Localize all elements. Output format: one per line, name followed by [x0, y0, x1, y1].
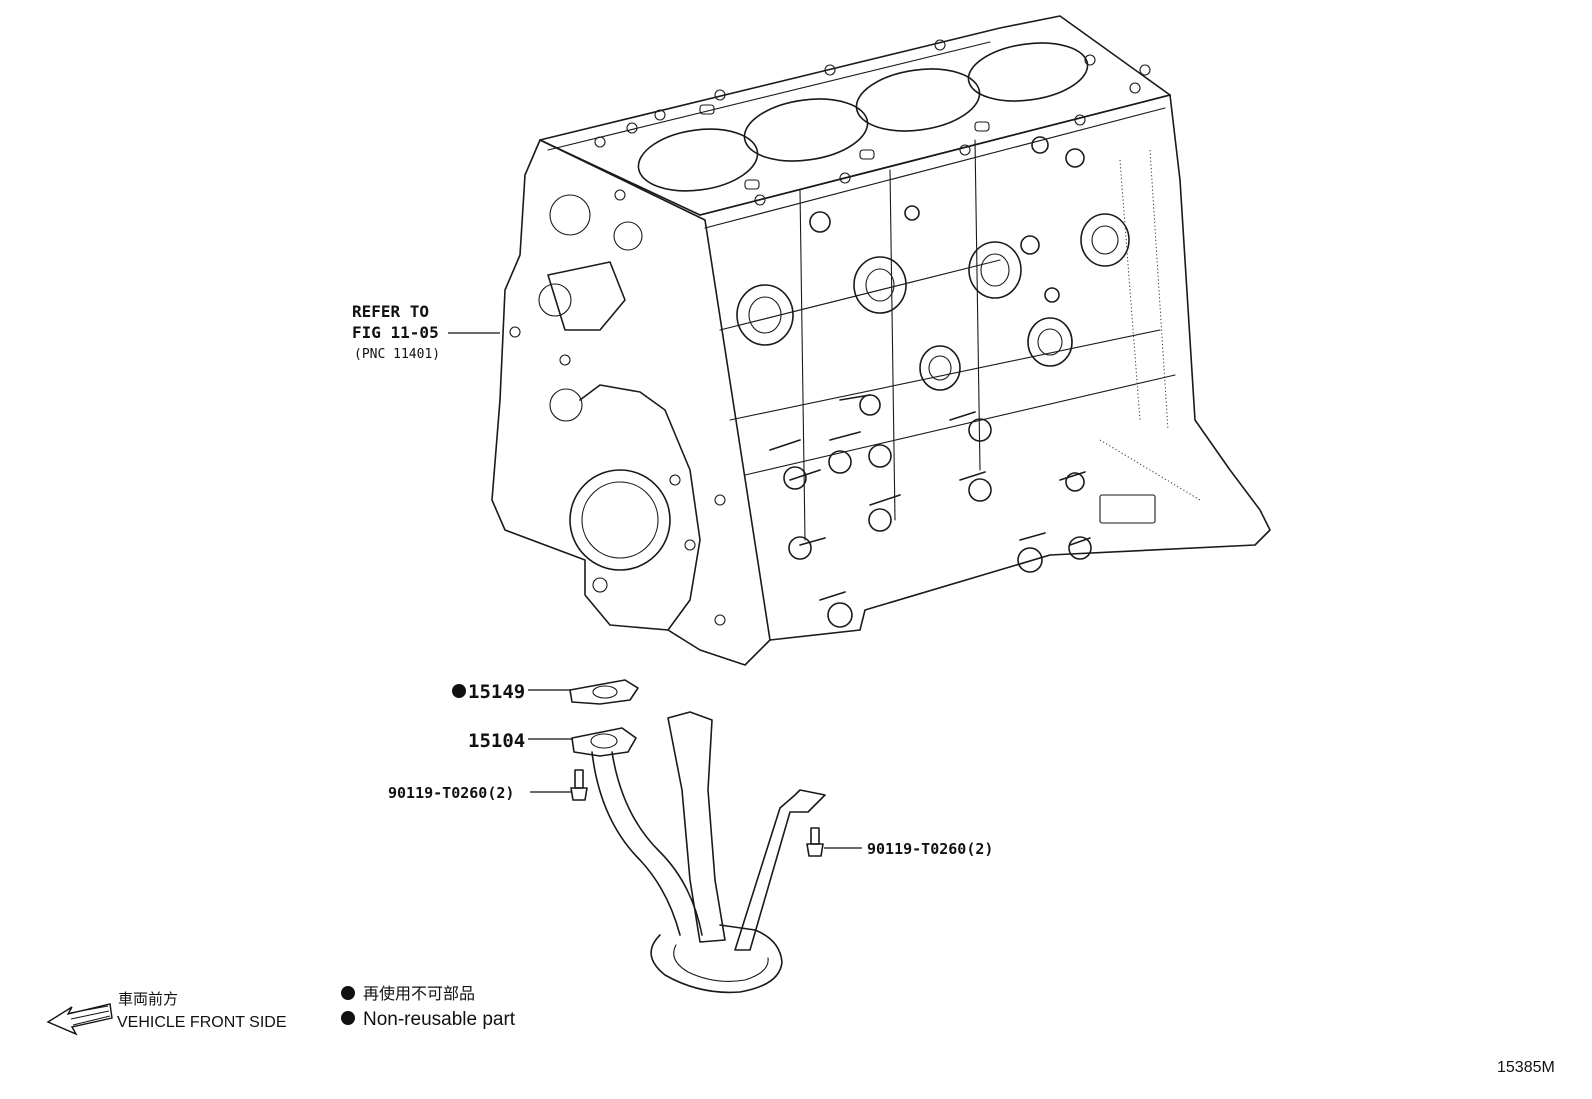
front-arrow-icon: [46, 1003, 113, 1036]
oil-strainer-illustration: [569, 679, 826, 994]
refer-line3: (PNC 11401): [354, 347, 440, 362]
bolt-right-label[interactable]: 90119-T0260(2): [867, 840, 993, 858]
front-side-jp: 車両前方: [118, 991, 178, 1008]
part-15149-label[interactable]: 15149: [468, 681, 525, 703]
bolt-left-icon: [570, 769, 588, 801]
non-reusable-dot-icon: [452, 684, 466, 698]
engine-block-illustration: [491, 15, 1271, 666]
bolt-right-icon: [806, 827, 824, 857]
legend-dot-icon: [341, 986, 355, 1000]
bolt-left-label[interactable]: 90119-T0260(2): [388, 784, 514, 802]
refer-line1: REFER TO: [352, 302, 429, 321]
nonreusable-en: Non-reusable part: [363, 1009, 516, 1030]
nonreusable-jp: 再使用不可部品: [363, 985, 475, 1003]
front-side-en: VEHICLE FRONT SIDE: [117, 1014, 287, 1031]
refer-line2: FIG 11-05: [352, 323, 439, 342]
legend-dot-icon: [341, 1011, 355, 1025]
part-15104-label[interactable]: 15104: [468, 730, 525, 752]
diagram-id: 15385M: [1497, 1059, 1555, 1076]
